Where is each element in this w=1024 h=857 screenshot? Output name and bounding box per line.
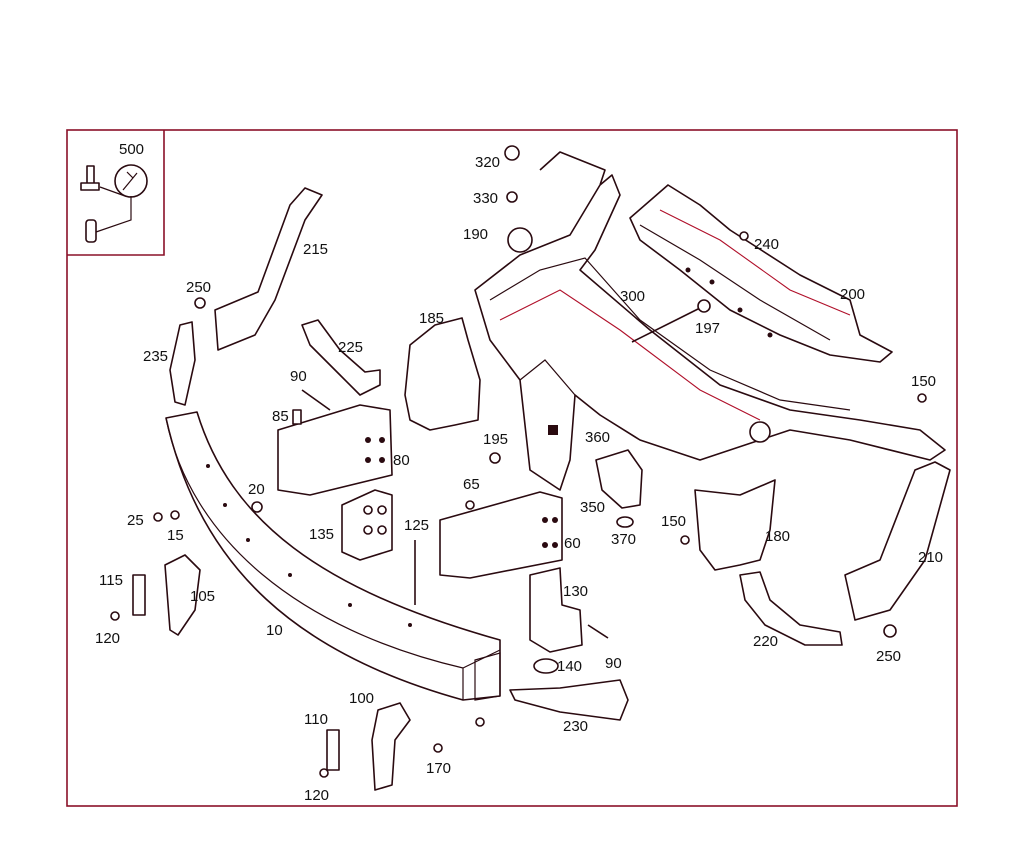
label-25: 25	[127, 512, 144, 529]
label-220: 220	[753, 633, 778, 650]
bracket-215	[214, 187, 323, 351]
bolt-90-right	[587, 624, 609, 639]
screw-25	[153, 512, 163, 522]
label-240: 240	[754, 236, 779, 253]
plate-60	[439, 491, 563, 579]
label-185: 185	[419, 310, 444, 327]
clip-110	[326, 729, 340, 771]
pin-65	[465, 500, 475, 510]
bracket-105	[164, 554, 201, 636]
label-150-right: 150	[911, 373, 936, 390]
bolt-90	[301, 389, 331, 411]
crossmember-beam-10	[165, 411, 501, 701]
label-215: 215	[303, 241, 328, 258]
bracket-220	[739, 571, 843, 646]
screw-250-left	[194, 297, 206, 309]
bracket-185	[404, 317, 481, 431]
label-250-right: 250	[876, 648, 901, 665]
screw-120-bottom	[319, 768, 329, 778]
screw-240	[739, 231, 749, 241]
label-250-left: 250	[186, 279, 211, 296]
bracket-180	[694, 479, 776, 571]
stud-320	[504, 145, 520, 161]
label-197: 197	[695, 320, 720, 337]
label-135: 135	[309, 526, 334, 543]
bracket-225	[301, 319, 381, 396]
plate-135	[341, 489, 393, 561]
screw-250-right	[883, 624, 897, 638]
label-60: 60	[564, 535, 581, 552]
label-225: 225	[338, 339, 363, 356]
label-125: 125	[404, 517, 429, 534]
bracket-100	[371, 702, 411, 791]
label-300: 300	[620, 288, 645, 305]
label-195: 195	[483, 431, 508, 448]
label-320: 320	[475, 154, 500, 171]
nut-370	[616, 516, 634, 528]
label-360: 360	[585, 429, 610, 446]
label-350: 350	[580, 499, 605, 516]
screw-170	[433, 743, 443, 753]
label-20: 20	[248, 481, 265, 498]
label-100: 100	[349, 690, 374, 707]
label-110: 110	[304, 711, 328, 728]
bracket-230	[509, 679, 629, 721]
label-65: 65	[463, 476, 480, 493]
label-190: 190	[463, 226, 488, 243]
screw-195	[489, 452, 501, 464]
screw-120-left	[110, 611, 120, 621]
screw-bottom	[475, 717, 485, 727]
nut-330	[506, 191, 518, 203]
label-235: 235	[143, 348, 168, 365]
label-370: 370	[611, 531, 636, 548]
part-labels: 500 320 330 190 240 215 250 300 200 197 …	[95, 141, 943, 804]
screw-150-mid	[680, 535, 690, 545]
label-10: 10	[266, 622, 283, 639]
label-115: 115	[99, 572, 123, 589]
pin-85	[292, 409, 302, 425]
bracket-210	[844, 461, 951, 621]
plate-80	[277, 404, 393, 496]
clip-15	[170, 510, 180, 520]
label-15: 15	[167, 527, 184, 544]
label-140: 140	[557, 658, 582, 675]
label-210: 210	[918, 549, 943, 566]
nut-140	[533, 658, 559, 674]
bolt-icon-small	[85, 219, 97, 243]
label-85: 85	[272, 408, 289, 425]
label-180: 180	[765, 528, 790, 545]
upper-cover-200	[629, 184, 893, 363]
screw-20	[251, 501, 263, 513]
label-330: 330	[473, 190, 498, 207]
label-90-left: 90	[290, 368, 307, 385]
screw-150-right	[917, 393, 927, 403]
label-90-right: 90	[605, 655, 622, 672]
label-500: 500	[119, 141, 144, 158]
label-120-bottom: 120	[304, 787, 329, 804]
label-230: 230	[563, 718, 588, 735]
inset-box-500	[67, 130, 165, 256]
diagram-frame	[66, 129, 958, 807]
radiator-support-300	[474, 151, 946, 491]
nut-197	[697, 299, 711, 313]
bracket-130	[529, 567, 583, 653]
bracket-350	[595, 449, 643, 509]
label-105: 105	[190, 588, 215, 605]
label-200: 200	[840, 286, 865, 303]
label-150-mid: 150	[661, 513, 686, 530]
bracket-235	[169, 321, 196, 406]
label-130: 130	[563, 583, 588, 600]
label-80: 80	[393, 452, 410, 469]
label-120-left: 120	[95, 630, 120, 647]
label-170: 170	[426, 760, 451, 777]
long-bolt-300	[631, 307, 701, 343]
clip-115	[132, 574, 146, 616]
